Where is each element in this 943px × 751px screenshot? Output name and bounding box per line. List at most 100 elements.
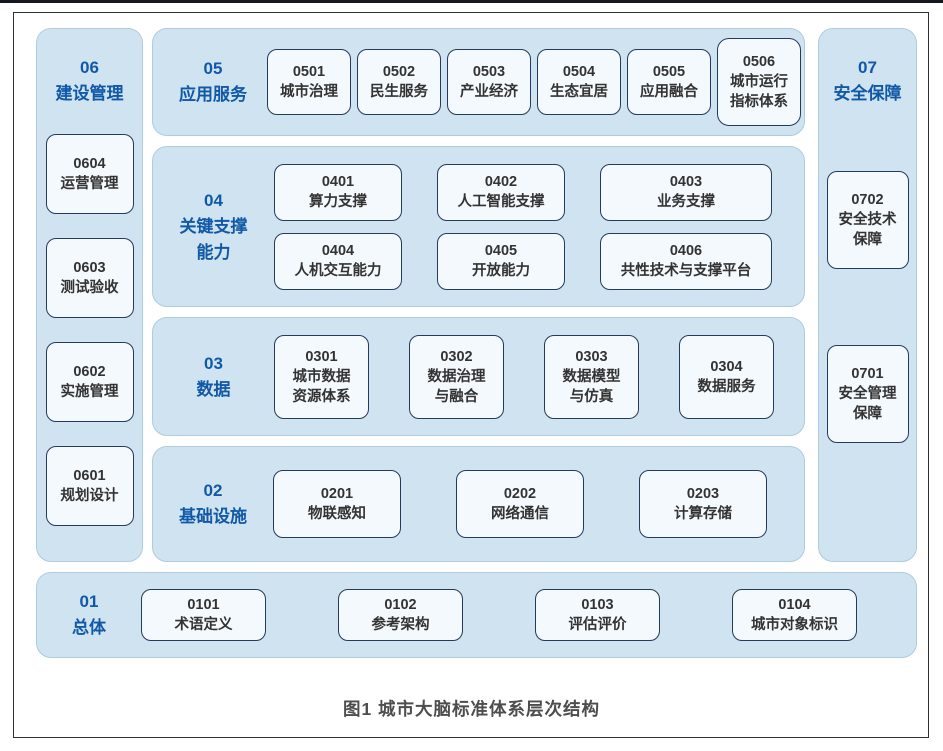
figure-frame [13,12,929,738]
item-name: 安全管理 保障 [838,385,897,422]
item-0302: 0302 数据治理 与融合 [409,334,504,419]
item-code: 0601 [73,467,106,484]
item-0201: 0201 物联感知 [273,470,401,538]
item-0601: 0601 规划设计 [45,445,134,526]
item-code: 0504 [562,64,596,80]
item-name: 城市对象标识 [751,617,838,633]
item-0604: 0604 运营管理 [45,133,134,214]
item-name: 评估评价 [568,617,627,633]
item-name: 参考架构 [371,617,430,633]
item-code: 0503 [472,64,506,80]
item-code: 0506 [742,54,776,70]
section-header: 07 安全保障 [834,55,902,107]
item-code: 0502 [382,64,416,80]
section-02-infrastructure: 02 基础设施 0201 物联感知 0202 网络通信 0203 计算存储 [152,446,805,562]
section-code: 01 [79,592,99,612]
section-title: 总体 [72,618,106,638]
item-code: 0403 [669,174,703,190]
section-header: 03 数据 [153,351,274,403]
item-code: 0101 [187,597,220,613]
section-header: 04 关键支撑 能力 [153,188,274,265]
item-name: 城市运行 指标体系 [730,74,788,110]
section-code: 02 [203,481,223,501]
item-name: 应用融合 [640,84,698,100]
item-name: 运营管理 [60,175,119,192]
section-items: 0101 术语定义 0102 参考架构 0103 评估评价 0104 城市对象标… [141,589,857,641]
section-header: 01 总体 [37,589,141,641]
section-title: 关键支撑 能力 [179,217,248,262]
section-code: 04 [204,190,223,210]
item-name: 实施管理 [60,383,119,400]
item-name: 生态宜居 [550,84,608,100]
item-code: 0701 [851,365,884,382]
item-code: 0604 [73,155,106,172]
section-title: 应用服务 [179,85,247,105]
section-code: 06 [80,58,99,77]
section-code: 07 [858,58,877,77]
item-0506: 0506 城市运行 指标体系 [717,38,801,126]
item-name: 共性技术与支撑平台 [620,263,752,279]
item-name: 安全技术 保障 [838,211,897,248]
section-header: 06 建设管理 [56,55,124,107]
figure-caption: 图1 城市大脑标准体系层次结构 [342,699,601,719]
section-items: 0604 运营管理 0603 测试验收 0602 实施管理 0601 规划设计 [45,133,134,526]
section-items: 0301 城市数据 资源体系 0302 数据治理 与融合 0303 数据模型 与… [274,334,774,419]
item-0502: 0502 民生服务 [357,49,441,115]
item-0102: 0102 参考架构 [338,589,463,641]
item-name: 城市数据 资源体系 [292,368,351,405]
item-code: 0602 [73,363,106,380]
item-code: 0201 [320,486,354,502]
item-name: 算力支撑 [309,194,367,210]
item-code: 0104 [778,597,811,613]
item-0304: 0304 数据服务 [679,334,774,419]
section-07-security-assurance: 07 安全保障 0702 安全技术 保障 0701 安全管理 保障 [818,28,917,562]
item-name: 人工智能支撑 [457,194,545,210]
section-title: 建设管理 [55,84,124,104]
item-code: 0304 [710,358,743,375]
section-items: 0201 物联感知 0202 网络通信 0203 计算存储 [273,470,767,538]
item-name: 数据模型 与仿真 [562,368,621,405]
item-0104: 0104 城市对象标识 [732,589,857,641]
section-items: 0401 算力支撑 0402 人工智能支撑 0403 业务支撑 0404 人机交… [274,163,772,290]
item-0203: 0203 计算存储 [639,470,767,538]
item-0301: 0301 城市数据 资源体系 [274,334,369,419]
item-code: 0202 [503,486,537,502]
item-0702: 0702 安全技术 保障 [826,170,909,269]
item-code: 0405 [484,243,518,259]
item-code: 0302 [440,348,473,365]
item-name: 数据治理 与融合 [427,368,486,405]
item-name: 测试验收 [60,279,119,296]
item-0505: 0505 应用融合 [627,49,711,115]
section-header: 05 应用服务 [167,56,259,108]
item-0404: 0404 人机交互能力 [274,232,402,290]
item-name: 开放能力 [472,263,530,279]
item-code: 0203 [686,486,720,502]
item-name: 产业经济 [460,84,518,100]
item-code: 0406 [669,243,703,259]
item-name: 计算存储 [674,506,732,522]
section-header: 02 基础设施 [153,478,273,530]
section-code: 05 [203,59,223,79]
item-0501: 0501 城市治理 [267,49,351,115]
section-code: 03 [204,353,223,373]
item-0402: 0402 人工智能支撑 [437,163,565,221]
section-title: 基础设施 [179,507,247,527]
item-0403: 0403 业务支撑 [600,163,772,221]
section-01-overall: 01 总体 0101 术语定义 0102 参考架构 0103 评估评价 0104… [36,572,917,658]
item-code: 0603 [73,259,106,276]
item-name: 规划设计 [60,487,119,504]
item-code: 0501 [292,64,326,80]
item-name: 数据服务 [697,378,756,395]
item-0101: 0101 术语定义 [141,589,266,641]
section-04-key-support-capabilities: 04 关键支撑 能力 0401 算力支撑 0402 人工智能支撑 0403 业务… [152,146,805,307]
item-name: 民生服务 [370,84,428,100]
item-0701: 0701 安全管理 保障 [826,344,909,443]
section-06-construction-management: 06 建设管理 0604 运营管理 0603 测试验收 0602 实施管理 06… [36,28,143,562]
item-code: 0505 [652,64,686,80]
item-name: 网络通信 [491,506,549,522]
item-name: 术语定义 [174,617,233,633]
item-code: 0301 [305,348,338,365]
item-name: 物联感知 [308,506,366,522]
item-0401: 0401 算力支撑 [274,163,402,221]
